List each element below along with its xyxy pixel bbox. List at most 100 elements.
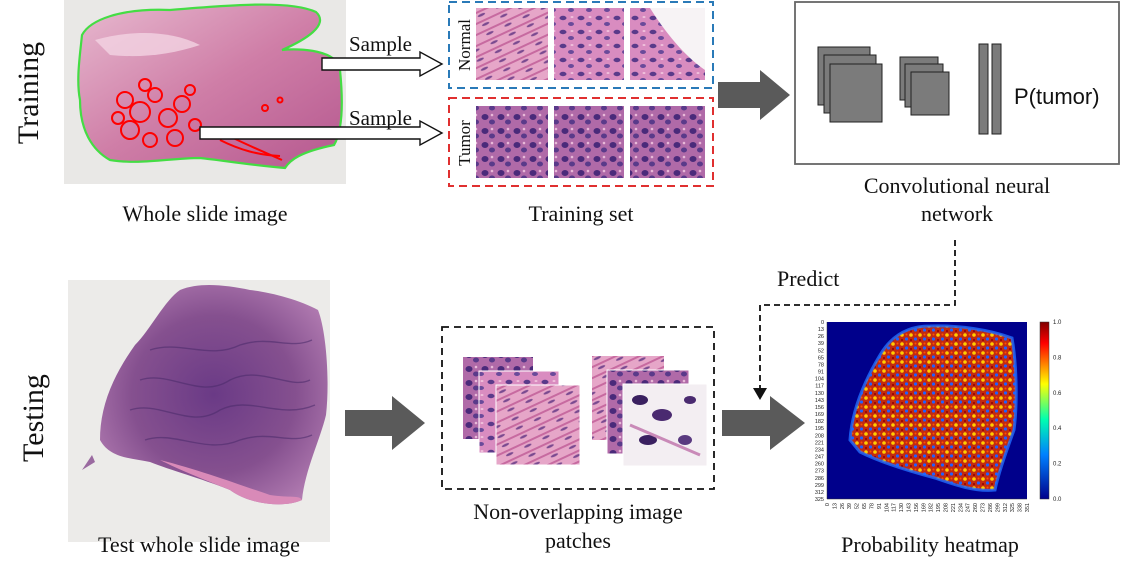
heatmap-y-tick-label: 156: [815, 405, 824, 411]
heatmap-y-tick-label: 234: [815, 447, 824, 453]
heatmap-x-tick-label: 13: [832, 503, 838, 509]
heatmap-y-tick-label: 169: [815, 412, 824, 418]
heatmap-x-tick-label: 91: [877, 503, 883, 509]
heatmap-x-tick-label: 351: [1025, 503, 1031, 512]
heatmap-x-tick-label: 78: [869, 503, 875, 509]
colorbar-tick-label: 0.0: [1053, 497, 1062, 503]
colorbar-tick-label: 1.0: [1053, 320, 1062, 326]
normal-patch-3: [630, 8, 705, 80]
heatmap-x-tick-label: 169: [921, 503, 927, 512]
patches-box: [441, 326, 715, 490]
cnn-layer-block-1: [817, 46, 883, 123]
heatmap-x-tick-label: 130: [899, 503, 905, 512]
cnn-output-label: P(tumor): [1014, 84, 1100, 109]
tumor-patch-1: [476, 106, 548, 178]
probability-heatmap: [827, 322, 1027, 499]
heatmap-y-tick-label: 195: [815, 426, 824, 432]
heatmap-colorbar: [1039, 321, 1050, 500]
heatmap-x-tick-label: 260: [973, 503, 979, 512]
heatmap-y-tick-label: 26: [818, 334, 824, 340]
heatmap-x-tick-label: 104: [884, 503, 890, 512]
heatmap-y-tick-label: 39: [818, 341, 824, 347]
heatmap-x-tick-label: 182: [929, 503, 935, 512]
heatmap-x-tick-label: 286: [988, 503, 994, 512]
heatmap-x-tick-label: 195: [936, 503, 942, 512]
heatmap-x-tick-label: 39: [847, 503, 853, 509]
heatmap-y-tick-label: 104: [815, 377, 824, 383]
predict-label: Predict: [777, 266, 840, 291]
colorbar-tick-label: 0.8: [1053, 355, 1062, 361]
heatmap-caption: Probability heatmap: [841, 532, 1019, 557]
heatmap-y-tick-label: 221: [815, 440, 824, 446]
heatmap-y-tick-label: 0: [821, 320, 824, 326]
heatmap-y-tick-label: 208: [815, 433, 824, 439]
heatmap-y-tick-label: 117: [815, 384, 824, 390]
training-set-caption: Training set: [528, 201, 634, 226]
heatmap-x-tick-label: 65: [862, 503, 868, 509]
patches-caption-line1: Non-overlapping image: [473, 499, 683, 524]
heatmap-y-tick-label: 286: [815, 476, 824, 482]
colorbar-ticks: 1.0 0.8 0.6 0.4 0.2 0.0: [1053, 320, 1062, 503]
normal-patch-2: [554, 8, 624, 80]
colorbar-tick-label: 0.6: [1053, 391, 1062, 397]
heatmap-y-tick-label: 13: [818, 327, 824, 333]
cnn-layer-block-2: [899, 56, 950, 116]
patch-stack-left: [463, 357, 581, 466]
heatmap-x-tick-label: 325: [1010, 503, 1016, 512]
heatmap-x-tick-label: 26: [840, 503, 846, 509]
tumor-patch-3: [630, 106, 705, 178]
heatmap-x-tick-label: 312: [1003, 503, 1009, 512]
training-wsi-caption: Whole slide image: [122, 201, 288, 226]
cnn-fc-layers: [978, 43, 1002, 135]
normal-label: Normal: [455, 19, 474, 71]
colorbar-tick-label: 0.4: [1053, 426, 1062, 432]
heatmap-y-tick-label: 325: [815, 497, 824, 503]
heatmap-y-tick-label: 78: [818, 362, 824, 368]
heatmap-x-tick-label: 52: [855, 503, 861, 509]
sample-label-tumor: Sample: [349, 106, 412, 130]
arrow-to-heatmap: [722, 396, 805, 450]
sample-arrow-tumor: [199, 119, 444, 147]
arrow-to-patches: [345, 396, 425, 450]
heatmap-x-tick-label: 338: [1018, 503, 1024, 512]
heatmap-y-tick-label: 130: [815, 391, 824, 397]
cnn-caption-line2: network: [920, 201, 994, 226]
tumor-patch-2: [554, 106, 624, 178]
normal-patch-1: [476, 8, 548, 80]
tumor-set-box: [448, 97, 714, 187]
training-wsi-image: [64, 0, 346, 184]
heatmap-x-tick-label: 221: [951, 503, 957, 512]
arrow-to-cnn: [718, 70, 790, 120]
cnn-caption-line1: Convolutional neural: [863, 173, 1051, 198]
heatmap-y-tick-label: 91: [818, 370, 824, 376]
colorbar-tick-label: 0.2: [1053, 462, 1062, 468]
heatmap-x-tick-label: 156: [914, 503, 920, 512]
test-wsi-caption: Test whole slide image: [98, 532, 300, 557]
heatmap-y-tick-label: 312: [815, 490, 824, 496]
heatmap-y-tick-label: 247: [815, 455, 824, 461]
heatmap-x-tick-label: 117: [892, 503, 898, 512]
sample-arrow-normal: [321, 50, 444, 78]
heatmap-y-tick-label: 182: [815, 419, 824, 425]
heatmap-x-tick-label: 299: [995, 503, 1001, 512]
test-wsi-image: [68, 280, 330, 542]
heatmap-x-tick-label: 234: [958, 503, 964, 512]
normal-set-box: [448, 1, 714, 89]
heatmap-y-tick-label: 52: [818, 348, 824, 354]
heatmap-y-tick-label: 273: [815, 469, 824, 475]
heatmap-y-tick-label: 65: [818, 355, 824, 361]
heatmap-y-ticks: 0132639526578911041171301431561691821952…: [815, 320, 824, 503]
heatmap-y-tick-label: 143: [815, 398, 824, 404]
patch-stack-right: [592, 356, 708, 467]
heatmap-x-tick-label: 208: [944, 503, 950, 512]
predict-arrow: [753, 240, 956, 400]
heatmap-x-tick-label: 273: [981, 503, 987, 512]
patches-caption-line2: patches: [545, 528, 611, 553]
heatmap-y-tick-label: 299: [815, 483, 824, 489]
sample-label-normal: Sample: [349, 32, 412, 56]
heatmap-x-tick-label: 247: [966, 503, 972, 512]
heatmap-x-tick-label: 0: [825, 503, 831, 506]
heatmap-axes: [826, 322, 1027, 500]
